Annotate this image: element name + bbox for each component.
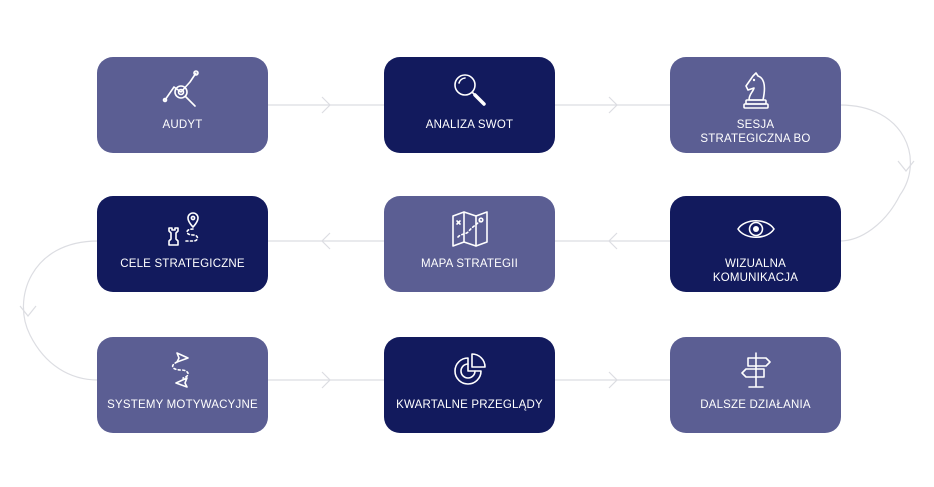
- chess-knight-icon: [734, 68, 778, 112]
- pie-chart-icon: [448, 348, 492, 392]
- paper-plane-path-icon: [161, 348, 205, 392]
- folded-map-icon: [448, 207, 492, 251]
- step-kwartalne-przeglady: KWARTALNE PRZEGLĄDY: [384, 337, 555, 433]
- step-analiza-swot: ANALIZA SWOT: [384, 57, 555, 153]
- connector-arrow: [608, 371, 618, 389]
- connector-arrow: [321, 371, 331, 389]
- step-sesja-strategiczna: SESJA STRATEGICZNA BO: [670, 57, 841, 153]
- step-audyt: AUDYT: [97, 57, 268, 153]
- connector-arrow: [608, 232, 618, 250]
- connector-arrow: [608, 96, 618, 114]
- connector-curve: [22, 240, 99, 381]
- eye-icon: [734, 207, 778, 251]
- connector-arrow: [321, 232, 331, 250]
- step-label: AUDYT: [162, 119, 203, 131]
- analytics-node-icon: [161, 68, 205, 112]
- signpost-icon: [734, 348, 778, 392]
- step-label: SYSTEMY MOTYWACYJNE: [107, 399, 258, 411]
- step-cele-strategiczne: CELE STRATEGICZNE: [97, 196, 268, 292]
- connector-arrow: [897, 160, 915, 172]
- step-label: WIZUALNA KOMUNIKACJA: [712, 258, 799, 284]
- step-label: SESJA STRATEGICZNA BO: [700, 119, 811, 145]
- step-label: ANALIZA SWOT: [425, 119, 514, 131]
- step-mapa-strategii: MAPA STRATEGII: [384, 196, 555, 292]
- step-dalsze-dzialania: DALSZE DZIAŁANIA: [670, 337, 841, 433]
- step-label: CELE STRATEGICZNE: [120, 258, 245, 270]
- step-label: MAPA STRATEGII: [421, 258, 518, 270]
- connector-arrow: [321, 96, 331, 114]
- connector-curve: [839, 104, 911, 242]
- step-systemy-motywacyjne: SYSTEMY MOTYWACYJNE: [97, 337, 268, 433]
- chess-path-pin-icon: [161, 207, 205, 251]
- step-label: KWARTALNE PRZEGLĄDY: [396, 399, 543, 411]
- step-wizualna-komunikacja: WIZUALNA KOMUNIKACJA: [670, 196, 841, 292]
- step-label: DALSZE DZIAŁANIA: [700, 399, 811, 411]
- connector-arrow: [19, 305, 37, 317]
- magnifier-icon: [448, 68, 492, 112]
